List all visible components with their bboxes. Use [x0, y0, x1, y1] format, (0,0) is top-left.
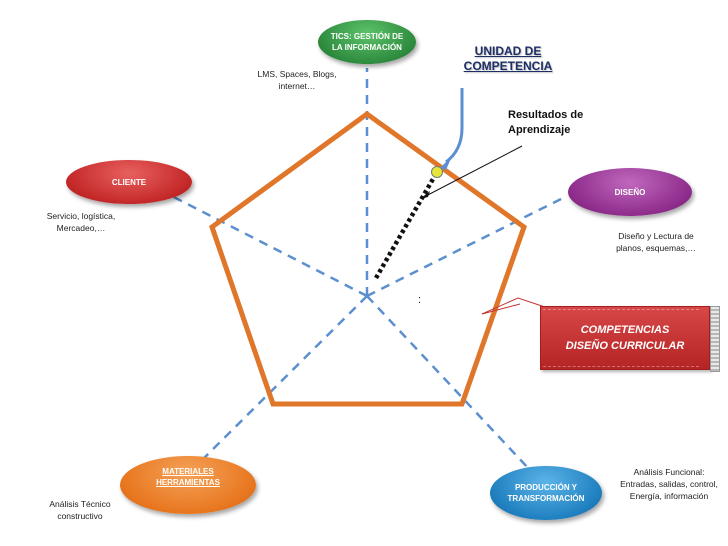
node-produccion[interactable]: PRODUCCIÓN Y TRANSFORMACIÓN — [490, 466, 602, 520]
competencias-box-edge — [710, 306, 720, 372]
competencias-box[interactable]: COMPETENCIAS DISEÑO CURRICULAR — [540, 306, 710, 370]
progress-marker[interactable] — [431, 166, 443, 178]
unit-competencia-title: UNIDAD DE COMPETENCIA — [463, 44, 553, 73]
note-produccion: Análisis Funcional: Entradas, salidas, c… — [620, 467, 718, 501]
axis-lines — [159, 68, 566, 473]
axis-produccion — [366, 295, 531, 471]
competencias-pointer — [481, 297, 549, 315]
competencias-pointer-2 — [481, 303, 521, 315]
note-tics: LMS, Spaces, Blogs, internet… — [257, 69, 337, 91]
node-tics-label: TICS: GESTIÓN DE LA INFORMACIÓN — [330, 32, 404, 52]
center-tick: : — [418, 294, 422, 306]
results-pointer-head — [420, 191, 430, 199]
node-diseno-label: DISEÑO — [614, 187, 646, 197]
node-cliente-label: CLIENTE — [111, 177, 147, 187]
note-materiales: Análisis Técnico constructivo — [49, 499, 111, 521]
axis-materiales — [189, 295, 368, 473]
unit-arrowhead — [440, 156, 452, 170]
unit-arrow — [445, 88, 464, 164]
results-label: Resultados de Aprendizaje — [508, 109, 584, 136]
node-produccion-label: PRODUCCIÓN Y TRANSFORMACIÓN — [507, 483, 585, 503]
node-tics[interactable]: TICS: GESTIÓN DE LA INFORMACIÓN — [318, 20, 416, 64]
node-diseno[interactable]: DISEÑO — [568, 168, 692, 216]
competencias-label: COMPETENCIAS DISEÑO CURRICULAR — [565, 324, 685, 352]
axis-diseno — [366, 195, 566, 298]
note-diseno: Diseño y Lectura de planos, esquemas,… — [616, 231, 696, 253]
node-materiales[interactable]: MATERIALES HERRAMIENTAS — [120, 456, 256, 514]
results-pointer — [421, 145, 523, 199]
node-cliente[interactable]: CLIENTE — [66, 160, 192, 204]
competency-pentagon — [209, 110, 527, 407]
note-cliente: Servicio, logística, Mercadeo,… — [46, 211, 116, 233]
node-materiales-label: MATERIALES HERRAMIENTAS — [156, 467, 220, 487]
axis-cliente — [159, 188, 368, 298]
progress-dotted-line — [374, 170, 439, 280]
